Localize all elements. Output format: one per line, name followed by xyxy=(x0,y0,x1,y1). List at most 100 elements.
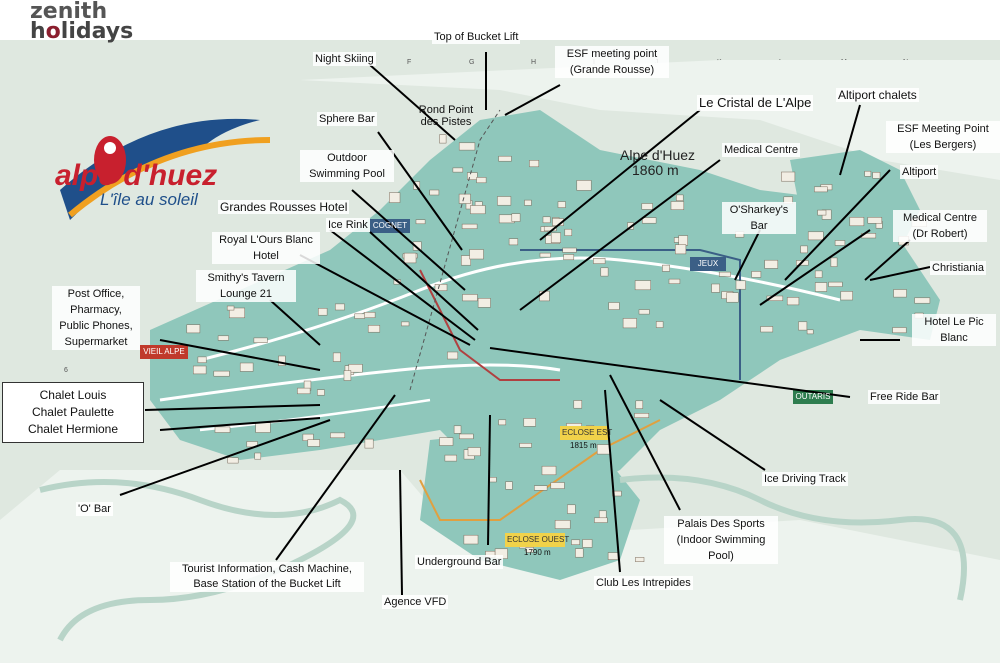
building xyxy=(573,400,583,409)
building xyxy=(439,134,447,144)
building xyxy=(567,504,576,514)
zenith-holidays-logo: zenith holidays xyxy=(30,1,133,44)
district-eclose-est-badge xyxy=(560,426,608,440)
resort-tagline: L'île au soleil xyxy=(100,190,198,209)
building xyxy=(571,539,580,545)
building xyxy=(459,433,474,440)
building xyxy=(307,439,320,447)
grid-col-label: G xyxy=(469,59,474,66)
leader-lines xyxy=(119,52,931,596)
district-jeux: JEUX xyxy=(697,259,719,268)
piste-serpentine-2 xyxy=(619,474,967,601)
building xyxy=(401,321,410,327)
building xyxy=(668,278,681,284)
building xyxy=(593,258,606,264)
building xyxy=(800,245,808,254)
snow-slopes-north xyxy=(300,60,1000,180)
building xyxy=(458,142,476,151)
building xyxy=(354,313,365,319)
building xyxy=(489,477,497,483)
jeux-boundary xyxy=(520,249,741,380)
building xyxy=(412,241,422,251)
label-night-skiing: Night Skiing xyxy=(313,52,376,66)
building xyxy=(622,318,637,329)
building xyxy=(781,171,796,182)
building xyxy=(726,292,739,303)
building xyxy=(462,294,478,302)
building xyxy=(364,438,374,449)
building xyxy=(678,235,688,246)
building xyxy=(469,249,484,260)
building xyxy=(798,321,808,331)
building xyxy=(864,170,872,177)
building xyxy=(505,481,513,490)
building xyxy=(476,177,487,184)
building xyxy=(213,370,230,377)
building xyxy=(447,351,459,360)
label-underground-bar: Underground Bar xyxy=(415,555,504,569)
label-agence-vfd: Agence VFD xyxy=(382,595,449,609)
label-altiport-chalets: Altiport chalets xyxy=(836,88,919,102)
label-le-cristal: Le Cristal de L'Alpe xyxy=(697,95,814,111)
building xyxy=(403,252,417,264)
building xyxy=(193,365,207,375)
building xyxy=(343,370,352,381)
district-jeux-badge xyxy=(690,257,726,271)
building xyxy=(217,335,229,341)
building xyxy=(564,228,573,236)
building xyxy=(670,201,685,210)
district-cognet-badge xyxy=(370,219,410,233)
building xyxy=(834,240,846,246)
label-esf-les-bergers: ESF Meeting Point (Les Bergers) xyxy=(886,121,1000,153)
building xyxy=(508,238,519,246)
building xyxy=(186,324,201,334)
grid-col-label: F xyxy=(407,59,411,66)
building xyxy=(563,254,575,261)
grid-col-label: H xyxy=(531,59,536,66)
label-smithys: Smithy's Tavern Lounge 21 xyxy=(196,270,296,302)
building xyxy=(760,326,774,333)
building xyxy=(634,413,650,418)
building xyxy=(814,186,828,193)
building xyxy=(641,203,653,210)
building xyxy=(434,284,448,291)
label-ice-rink: Ice Rink xyxy=(326,218,370,232)
building xyxy=(828,281,843,287)
building xyxy=(278,355,286,366)
building xyxy=(539,252,551,258)
building xyxy=(226,305,235,311)
building xyxy=(227,457,239,464)
building xyxy=(429,189,440,196)
building xyxy=(463,534,479,545)
label-tourist-info: Tourist Information, Cash Machine, Base … xyxy=(170,562,364,592)
resort-altitude: 1860 m xyxy=(632,162,679,178)
building xyxy=(594,517,608,523)
brand-line2-pre: h xyxy=(30,19,46,44)
district-eclose-est-altitude: 1815 m xyxy=(570,441,597,450)
building xyxy=(718,271,731,277)
building xyxy=(600,267,609,277)
brand-line2: holidays xyxy=(30,19,133,44)
building xyxy=(817,209,827,216)
building xyxy=(550,482,565,489)
label-medical-centre: Medical Centre xyxy=(722,143,800,157)
label-chalets: Chalet Louis Chalet Paulette Chalet Herm… xyxy=(2,382,144,443)
building xyxy=(711,283,720,293)
buildings xyxy=(186,134,931,562)
grid-row-label: 6 xyxy=(64,367,68,374)
building xyxy=(608,302,620,310)
building xyxy=(735,280,746,290)
building xyxy=(461,223,478,229)
building xyxy=(576,180,592,191)
label-royal-ours-blanc: Royal L'Ours Blanc Hotel xyxy=(212,232,320,264)
road-orange xyxy=(419,419,661,521)
label-o-bar: 'O' Bar xyxy=(76,502,113,516)
building xyxy=(229,307,245,319)
building xyxy=(330,432,346,439)
label-palais-des-sports: Palais Des Sports (Indoor Swimming Pool) xyxy=(664,516,778,564)
building xyxy=(662,264,670,272)
district-eclose-est: ECLOSE EST xyxy=(562,428,613,437)
building xyxy=(363,312,376,318)
brand-wheel-o: o xyxy=(45,19,61,44)
